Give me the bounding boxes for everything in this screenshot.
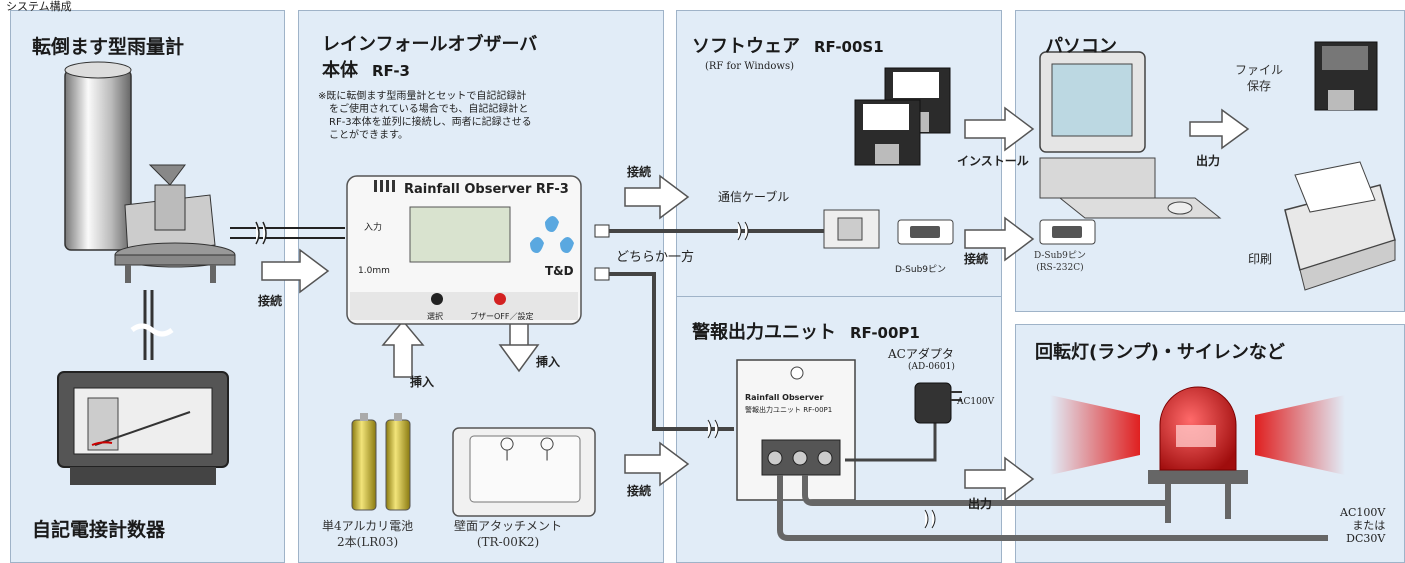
observer-note: ※既に転倒ます型雨量計とセットで自記記録計 をご使用されている場合でも、自記記録…: [318, 90, 532, 142]
select-button-label: 選択: [427, 312, 443, 321]
top-label: システム構成: [6, 0, 72, 13]
observer-model: RF-3: [372, 62, 410, 80]
rotating-lamp-illustration: [1050, 386, 1345, 519]
battery-illustration: [351, 413, 411, 511]
recorder-title: 自記電接計数器: [32, 519, 166, 541]
either-label: どちらか一方: [616, 250, 695, 265]
adapter-ac-label: AC100V: [957, 397, 995, 407]
note-line: RF-3本体を並列に接続し、両者に記録させる: [329, 117, 532, 128]
rain-gauge-title: 転倒ます型雨量計: [32, 36, 185, 58]
device-brand: Rainfall Observer RF-3: [404, 182, 569, 197]
observer-title-line1: レインフォールオブザーバ: [322, 34, 538, 55]
adapter-model: (AD-0601): [908, 362, 955, 372]
connect-label-left: 接続: [258, 294, 283, 308]
wall-mount-illustration: [452, 427, 596, 517]
pc-title: パソコン: [1045, 36, 1117, 57]
alarm-output-label: 出力: [968, 497, 993, 511]
mount-caption: 壁面アタッチメント(TR-00K2): [454, 519, 563, 549]
print-label: 印刷: [1248, 252, 1273, 266]
buzzer-button-label: ブザーOFF／設定: [470, 312, 534, 321]
software-model: RF-00S1: [814, 38, 884, 56]
connect-label-software: 接続: [627, 165, 652, 179]
recorder-illustration: [57, 371, 229, 485]
alarm-unit-brand: Rainfall Observer: [745, 393, 824, 402]
adapter-label: ACアダプタ: [888, 347, 954, 361]
floppy-disks-illustration: [854, 67, 951, 166]
alarm-unit-illustration: [736, 359, 1328, 541]
scale-label: 1.0mm: [358, 266, 390, 276]
floppy-disk-illustration: [1314, 41, 1378, 111]
pc-illustration: [1039, 51, 1222, 219]
cable-label: 通信ケーブル: [718, 190, 790, 204]
software-subtitle: (RF for Windows): [705, 61, 794, 72]
connect-label-dsub: 接続: [964, 252, 989, 266]
rain-gauge-illustration: [64, 61, 236, 283]
rf3-device-illustration: [346, 175, 582, 325]
note-line: をご使用されている場合でも、自記記録計と: [329, 104, 529, 115]
note-line: ことができます。: [329, 130, 408, 141]
input-label: 入力: [364, 223, 383, 233]
insert-label-right: 挿入: [536, 355, 561, 369]
note-line: ※既に転倒ます型雨量計とセットで自記記録計: [318, 91, 527, 102]
pc-output-label: 出力: [1196, 154, 1221, 168]
alarm-unit-name: 警報出力ユニット RF-00P1: [745, 406, 833, 414]
insert-label-left: 挿入: [410, 375, 435, 389]
install-label: インストール: [957, 154, 1029, 168]
dsub-caption: D-Sub9ピン(RS-232C): [1034, 251, 1086, 273]
dsub-label-small: D-Sub9ピン: [895, 265, 947, 275]
connect-label-alarm: 接続: [627, 484, 652, 498]
alarm-model: RF-00P1: [850, 324, 920, 342]
printer-illustration: [1284, 161, 1396, 291]
lamp-title: 回転灯(ランプ)・サイレンなど: [1035, 342, 1285, 363]
tandd-logo: T&D: [545, 264, 574, 278]
file-save-label: ファイル保存: [1235, 63, 1284, 93]
block-arrows: [261, 106, 1250, 502]
